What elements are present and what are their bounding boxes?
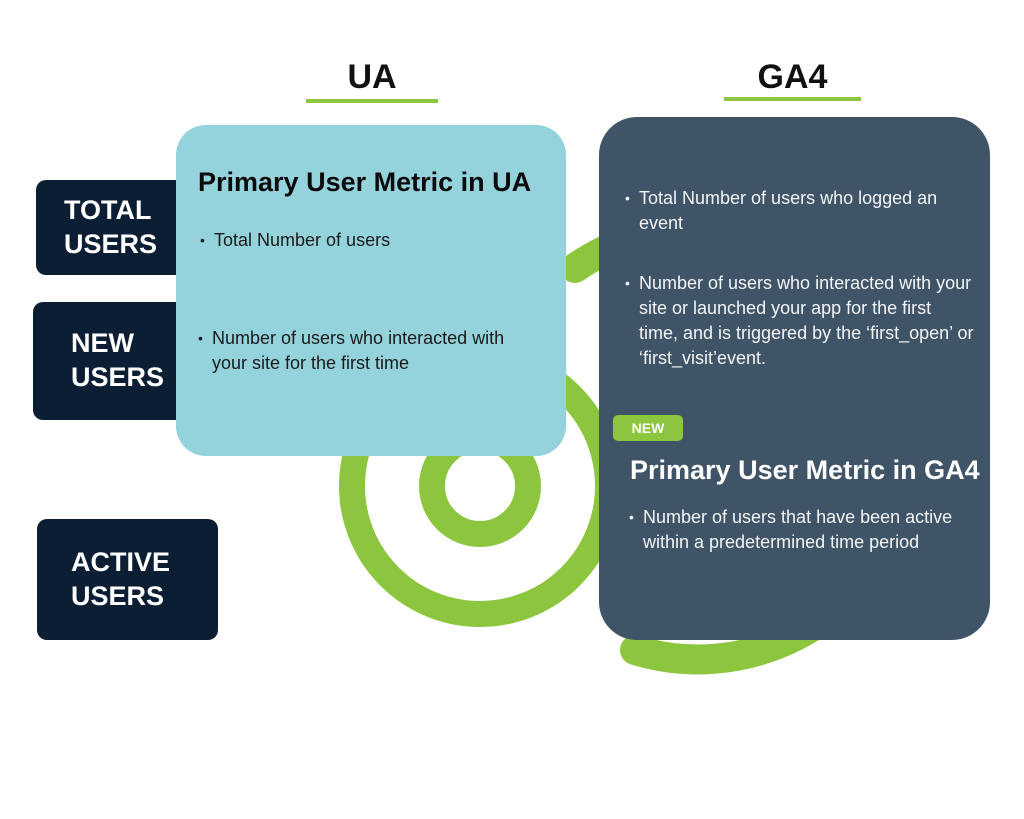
row-label-line: ACTIVE — [71, 546, 171, 577]
column-header-ua: UA — [347, 58, 397, 96]
ua-new-users-text: Number of users who interacted with your… — [198, 326, 543, 376]
row-label-active-users: ACTIVE USERS — [37, 519, 218, 640]
row-label-total-users: TOTAL USERS — [36, 180, 186, 275]
ua-card: Primary User Metric in UA Total Number o… — [176, 125, 566, 456]
column-underline-ua — [306, 99, 438, 103]
row-label-line: TOTAL — [64, 194, 152, 225]
ga4-card: Total Number of users who logged an even… — [599, 117, 990, 640]
column-header-ga4: GA4 — [757, 58, 828, 96]
ga4-active-users-text: Number of users that have been active wi… — [629, 505, 979, 555]
ua-card-title: Primary User Metric in UA — [198, 167, 532, 197]
row-label-line: NEW — [71, 328, 134, 359]
new-badge: NEW — [613, 415, 683, 441]
ga4-total-users-text: Total Number of users who logged an even… — [625, 186, 975, 236]
ga4-new-users-text: Number of users who interacted with your… — [625, 271, 975, 371]
ua-total-users-text: Total Number of users — [200, 228, 540, 253]
row-label-new-users: NEW USERS — [33, 302, 186, 420]
row-label-line: USERS — [71, 362, 165, 392]
row-label-line: USERS — [64, 228, 158, 259]
column-underline-ga4 — [724, 97, 861, 101]
row-label-line: USERS — [71, 580, 165, 611]
ga4-card-title: Primary User Metric in GA4 — [630, 455, 980, 485]
